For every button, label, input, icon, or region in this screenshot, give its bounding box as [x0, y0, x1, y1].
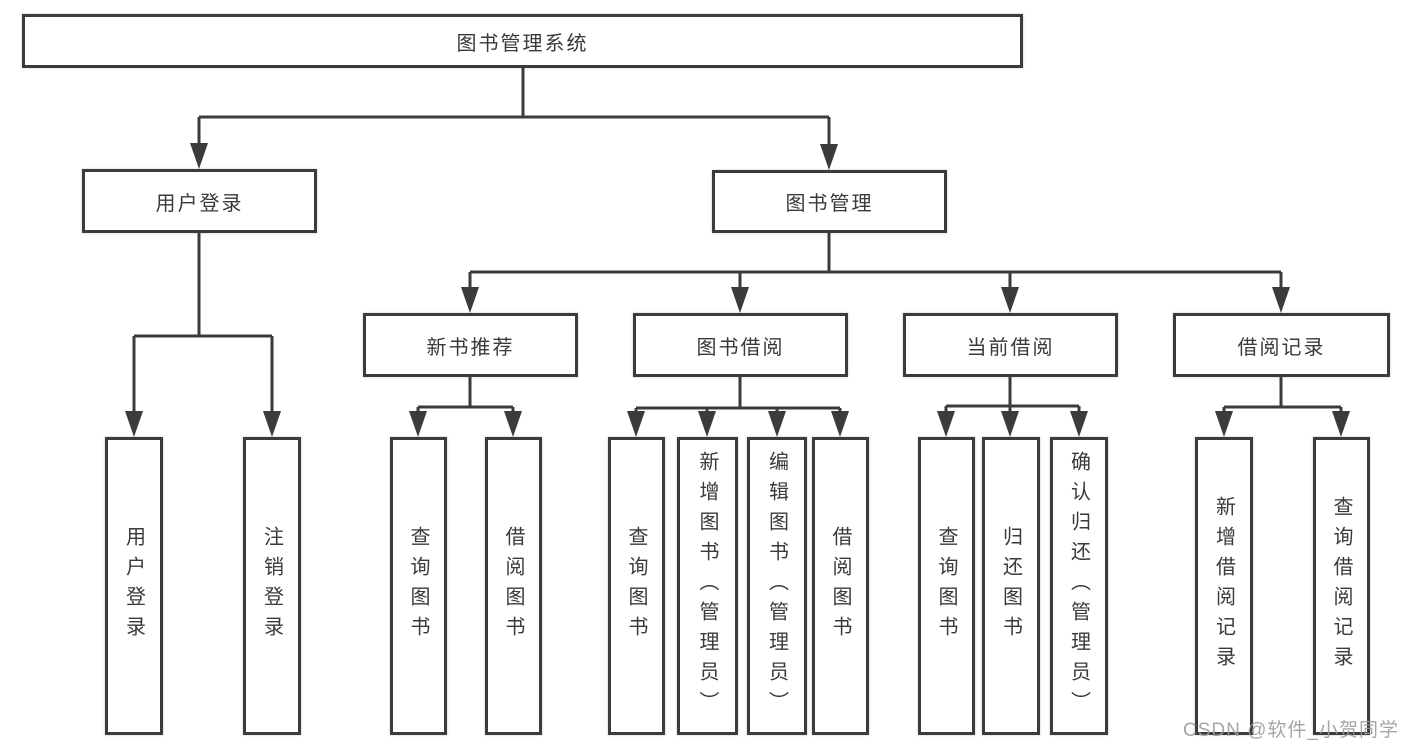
- node-library-system: 图书管理系统: [22, 14, 1023, 68]
- leaf-borrow-books-borrowing: 借阅图书: [812, 437, 869, 735]
- node-borrow-records: 借阅记录: [1173, 313, 1390, 377]
- leaf-confirm-return-admin: 确认归还（管理员）: [1050, 437, 1108, 735]
- node-label: 用户登录: [155, 192, 244, 215]
- node-book-borrowing: 图书借阅: [633, 313, 848, 377]
- node-label: 借阅图书: [502, 526, 524, 646]
- leaf-query-books-borrowing: 查询图书: [608, 437, 665, 735]
- leaf-add-books-admin: 新增图书（管理员）: [677, 437, 738, 735]
- leaf-user-login: 用户登录: [105, 437, 163, 735]
- node-label: 查询图书: [625, 526, 647, 646]
- node-label: 新增图书（管理员）: [696, 451, 718, 721]
- leaf-logout: 注销登录: [243, 437, 301, 735]
- node-label: 用户登录: [122, 526, 145, 646]
- leaf-query-books-current: 查询图书: [918, 437, 975, 735]
- node-book-management: 图书管理: [712, 170, 947, 233]
- node-label: 确认归还（管理员）: [1067, 451, 1090, 721]
- leaf-edit-books-admin: 编辑图书（管理员）: [747, 437, 807, 735]
- node-user-login: 用户登录: [82, 169, 317, 233]
- leaf-query-books-recommend: 查询图书: [390, 437, 447, 735]
- node-label: 图书借阅: [696, 336, 785, 359]
- csdn-watermark: CSDN @软件_小贺同学: [1183, 720, 1399, 741]
- node-label: 当前借阅: [966, 336, 1055, 359]
- node-label: 图书管理: [785, 193, 874, 215]
- node-label: 查询图书: [407, 526, 429, 646]
- node-current-borrowing: 当前借阅: [903, 313, 1118, 377]
- node-label: 新增借阅记录: [1212, 496, 1235, 676]
- node-label: 借阅图书: [829, 526, 851, 646]
- node-label: 归还图书: [999, 526, 1022, 646]
- node-label: 新书推荐: [426, 336, 515, 359]
- node-label: 注销登录: [260, 526, 283, 646]
- node-label: 查询借阅记录: [1330, 496, 1352, 676]
- node-label: 编辑图书（管理员）: [765, 451, 788, 721]
- leaf-query-borrow-record: 查询借阅记录: [1313, 437, 1370, 735]
- node-label: 图书管理系统: [456, 32, 589, 55]
- node-label: 查询图书: [935, 526, 957, 646]
- leaf-add-borrow-record: 新增借阅记录: [1195, 437, 1253, 735]
- arrowhead-icons: [125, 143, 1350, 437]
- node-label: 借阅记录: [1237, 336, 1326, 359]
- node-new-book-recommend: 新书推荐: [363, 313, 578, 377]
- leaf-borrow-books-recommend: 借阅图书: [485, 437, 542, 735]
- leaf-return-books: 归还图书: [982, 437, 1040, 735]
